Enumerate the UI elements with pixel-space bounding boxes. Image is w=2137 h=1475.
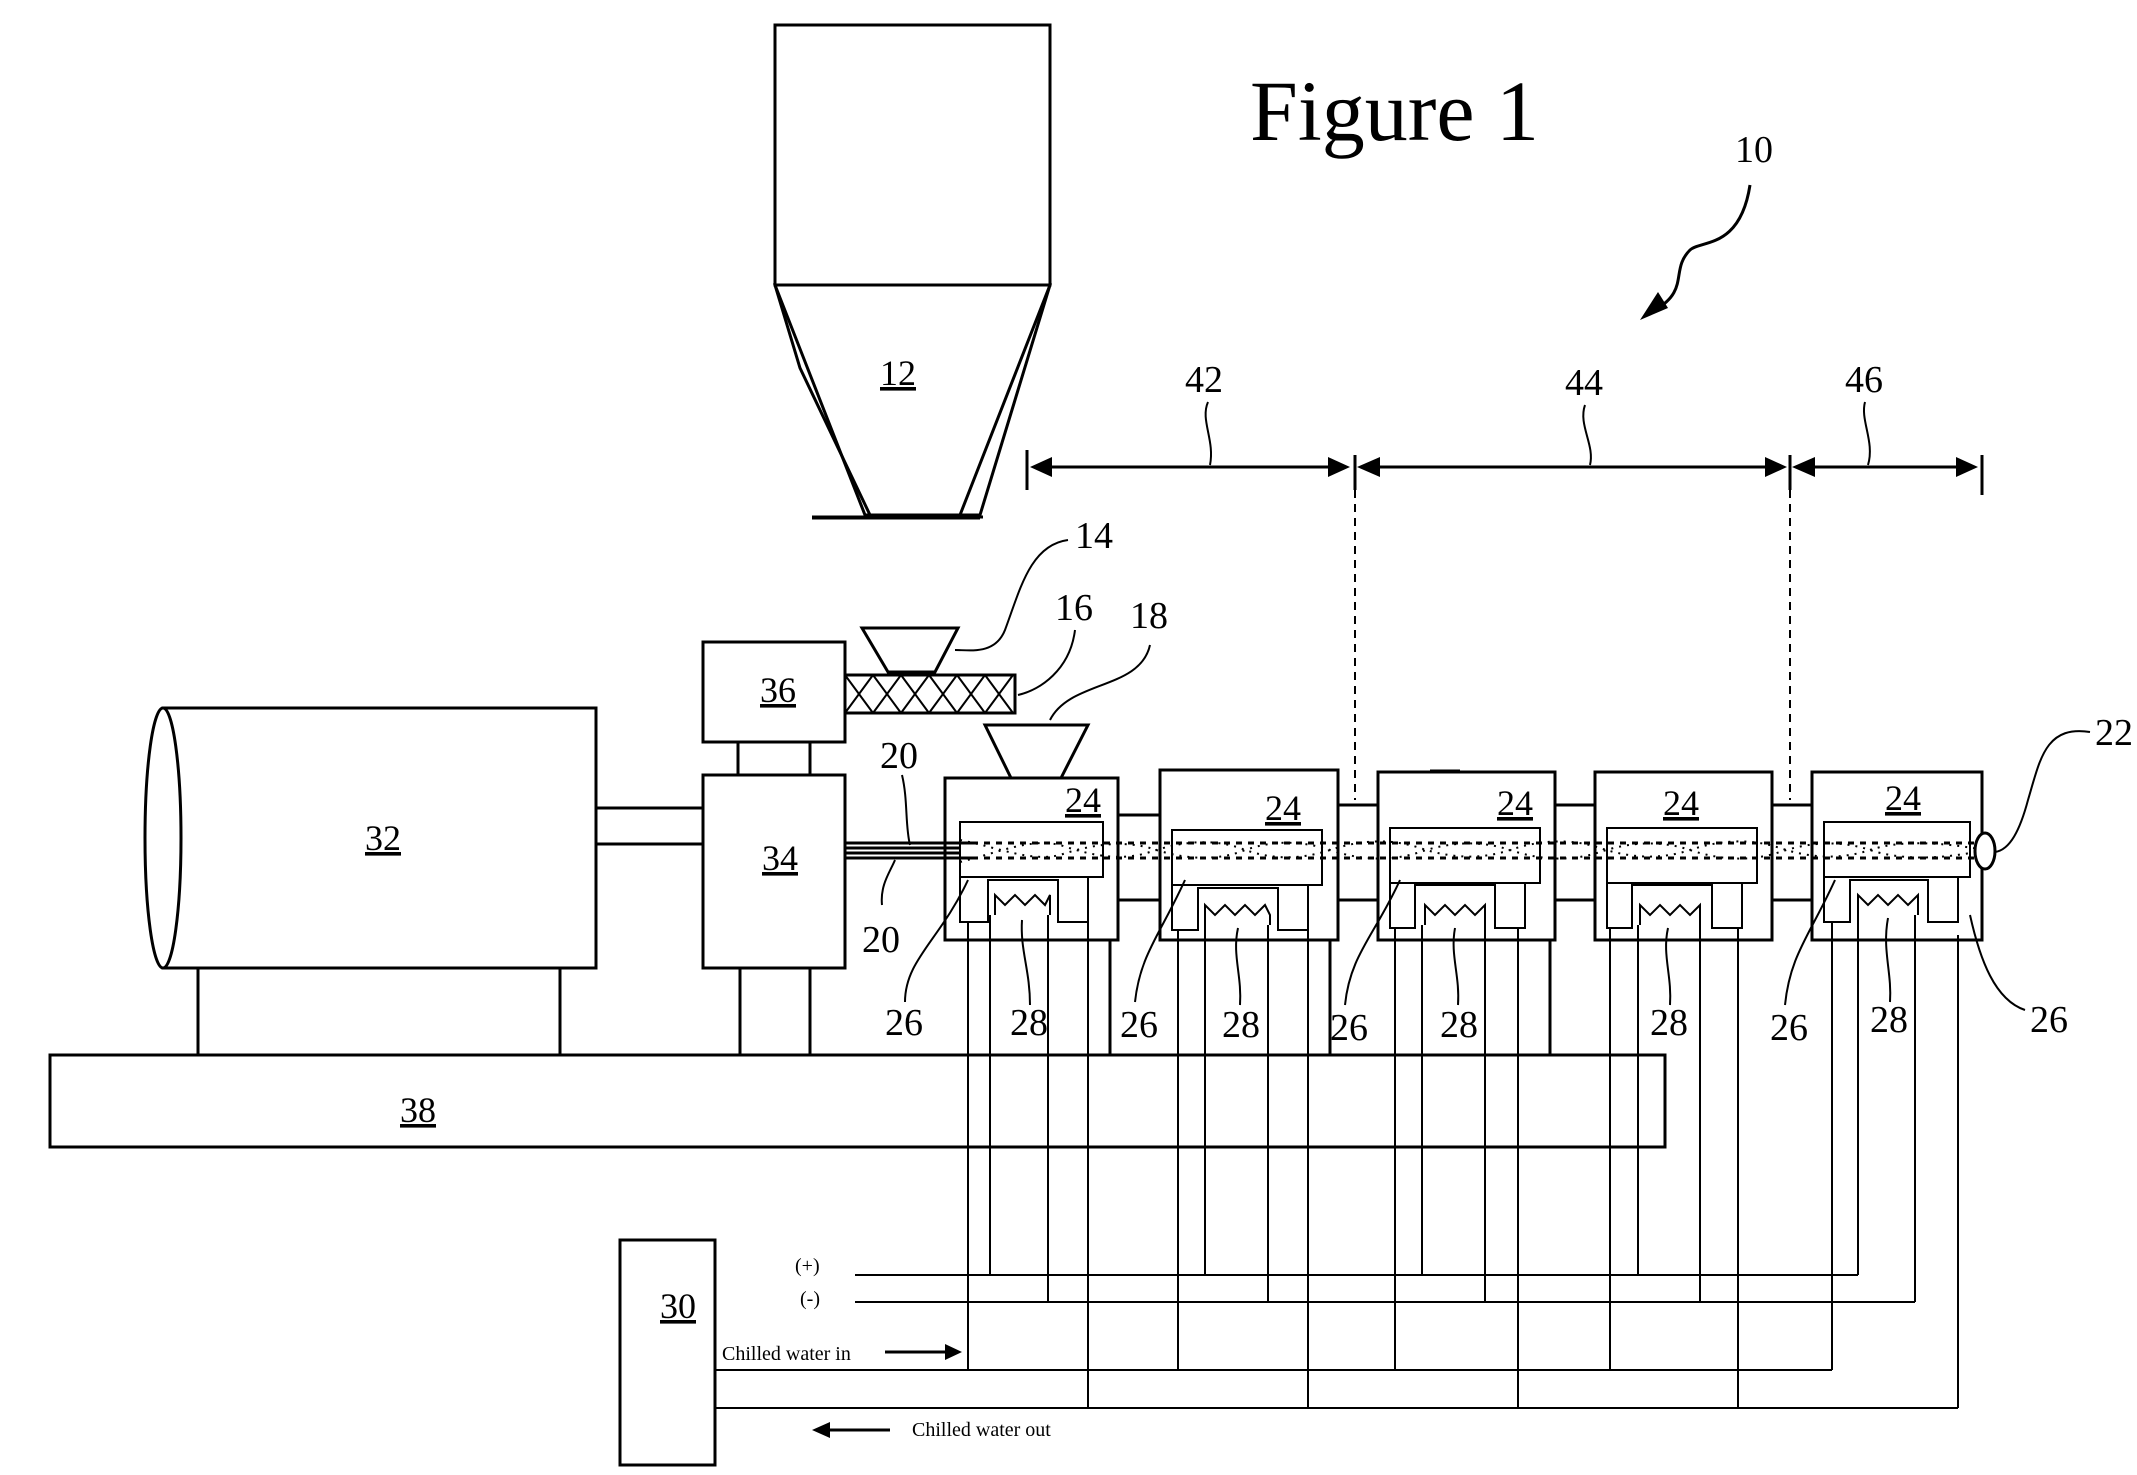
label-heater-28-3: 28: [1440, 1004, 1478, 1046]
wiring-plus-label: (+): [795, 1255, 820, 1277]
system-pointer-arrowhead: [1640, 292, 1668, 320]
label-motor-32: 32: [365, 818, 401, 858]
label-feed-screw-16: 16: [1055, 587, 1093, 629]
label-cooling-26-5: 26: [2030, 999, 2068, 1041]
chilled-water-out-label: Chilled water out: [912, 1419, 1051, 1441]
label-cooling-26-2: 26: [1120, 1004, 1158, 1046]
barrel-segment-2: [1160, 770, 1338, 940]
system-pointer-arrow: [1655, 185, 1750, 310]
leader-22: [1995, 731, 2090, 852]
chilled-water-in-arrowhead: [945, 1344, 962, 1360]
label-shaft-20-top: 20: [880, 735, 918, 777]
label-end-22: 22: [2095, 712, 2133, 754]
label-inlet-18: 18: [1130, 595, 1168, 637]
hopper: [775, 25, 1050, 518]
motor: [145, 708, 596, 1055]
label-feeder-14: 14: [1075, 515, 1113, 557]
motor-shaft: [596, 808, 704, 844]
wiring: [715, 915, 1958, 1408]
label-feeder-drive-36: 36: [760, 670, 796, 710]
label-barrel-24-2: 24: [1265, 788, 1301, 828]
label-system-10: 10: [1735, 129, 1773, 171]
label-shaft-20-bottom: 20: [862, 919, 900, 961]
label-cooling-26-1: 26: [885, 1002, 923, 1044]
chilled-water-out-arrowhead: [812, 1422, 830, 1438]
label-heater-28-1: 28: [1010, 1002, 1048, 1044]
leader-14: [955, 540, 1068, 650]
chilled-water-in-label: Chilled water in: [722, 1343, 851, 1365]
leader-42: [1206, 402, 1211, 465]
leader-20-top: [902, 775, 910, 845]
label-gearbox-34: 34: [762, 838, 798, 878]
leader-46: [1864, 402, 1870, 465]
label-zone-46: 46: [1845, 359, 1883, 401]
leader-16: [1018, 630, 1075, 695]
label-controller-30: 30: [660, 1286, 696, 1326]
barrel-connector-3: [1555, 805, 1595, 900]
label-cooling-26-4: 26: [1770, 1007, 1808, 1049]
leader-20-bottom: [882, 860, 895, 905]
label-barrel-24-5: 24: [1885, 778, 1921, 818]
label-zone-44: 44: [1565, 362, 1603, 404]
leader-18: [1050, 645, 1150, 720]
zone-arrows: [1027, 450, 1982, 800]
label-barrel-24-3: 24: [1497, 783, 1533, 823]
label-base-38: 38: [400, 1090, 436, 1130]
label-heater-28-2: 28: [1222, 1004, 1260, 1046]
wiring-minus-label: (-): [800, 1288, 820, 1310]
figure-title: Figure 1: [1250, 63, 1539, 159]
controller-box: [620, 1240, 715, 1465]
label-cooling-26-3: 26: [1330, 1007, 1368, 1049]
feeder-funnel: [862, 628, 958, 672]
leader-44: [1583, 405, 1591, 465]
label-hopper-12: 12: [880, 353, 916, 393]
label-zone-42: 42: [1185, 359, 1223, 401]
barrel-connector-2: [1338, 805, 1380, 900]
feed-screw: [845, 675, 1015, 713]
label-barrel-24-1: 24: [1065, 780, 1101, 820]
label-heater-28-4: 28: [1650, 1002, 1688, 1044]
label-heater-28-5: 28: [1870, 999, 1908, 1041]
label-barrel-24-4: 24: [1663, 783, 1699, 823]
